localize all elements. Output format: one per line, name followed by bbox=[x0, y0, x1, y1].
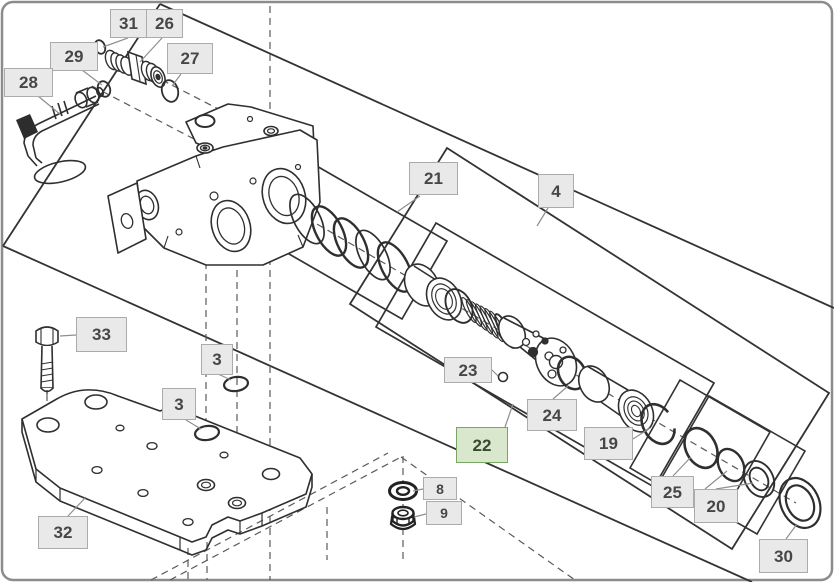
top-port-o-ring bbox=[194, 114, 216, 128]
callout-27[interactable]: 27 bbox=[167, 43, 213, 74]
callout-31-label: 31 bbox=[119, 14, 138, 33]
callout-27-label: 27 bbox=[180, 49, 200, 68]
callout-30-label: 30 bbox=[774, 546, 793, 566]
callout-25[interactable]: 25 bbox=[651, 476, 694, 508]
callout-33[interactable]: 33 bbox=[76, 317, 127, 352]
callout-8-label: 8 bbox=[436, 480, 444, 497]
callout-28[interactable]: 28 bbox=[4, 68, 53, 97]
callout-22-label: 22 bbox=[472, 435, 492, 455]
callout-3b[interactable]: 3 bbox=[162, 388, 196, 420]
callout-29-label: 29 bbox=[64, 47, 84, 66]
callout-4[interactable]: 4 bbox=[538, 174, 574, 208]
seal-ring-30 bbox=[778, 477, 822, 529]
callout-22-highlighted[interactable]: 22 bbox=[456, 427, 508, 463]
callout-30[interactable]: 30 bbox=[759, 539, 808, 573]
callout-20-label: 20 bbox=[706, 496, 726, 516]
callout-24-label: 24 bbox=[542, 405, 562, 425]
outer-assembly-frame bbox=[2, 3, 834, 582]
callout-9-label: 9 bbox=[440, 505, 448, 521]
callout-26[interactable]: 26 bbox=[146, 9, 183, 38]
kit-box-4 bbox=[348, 146, 831, 551]
callout-3b-label: 3 bbox=[174, 394, 184, 414]
callout-26-label: 26 bbox=[155, 14, 174, 33]
mounting-plate-32 bbox=[21, 389, 313, 556]
callout-3a[interactable]: 3 bbox=[201, 344, 233, 375]
connector-fitting-26 bbox=[104, 49, 166, 88]
o-ring-29 bbox=[96, 80, 112, 98]
check-ball-23 bbox=[497, 371, 509, 383]
o-ring-27 bbox=[160, 79, 180, 103]
o-ring-25 bbox=[683, 426, 719, 470]
lock-nut-9 bbox=[389, 505, 417, 531]
o-ring-3a bbox=[222, 375, 250, 393]
callout-20[interactable]: 20 bbox=[694, 489, 738, 523]
callout-32-label: 32 bbox=[53, 523, 73, 542]
sleeve-bushing bbox=[403, 263, 463, 321]
seal-ring-set-21 bbox=[289, 193, 414, 293]
plate-thickness bbox=[21, 419, 313, 556]
callout-28-label: 28 bbox=[19, 73, 38, 92]
washer-8 bbox=[388, 481, 418, 501]
callout-33-label: 33 bbox=[92, 325, 111, 344]
hex-bolt-33 bbox=[35, 326, 59, 393]
leader-lines bbox=[37, 37, 798, 540]
callout-19-label: 19 bbox=[599, 434, 618, 453]
callout-24[interactable]: 24 bbox=[527, 399, 577, 431]
callout-23-label: 23 bbox=[458, 360, 478, 380]
valve-body bbox=[107, 103, 321, 266]
callout-4-label: 4 bbox=[551, 181, 561, 201]
callout-3a-label: 3 bbox=[212, 350, 222, 369]
callout-8[interactable]: 8 bbox=[423, 477, 457, 500]
callout-21[interactable]: 21 bbox=[409, 162, 458, 195]
callout-23[interactable]: 23 bbox=[444, 357, 492, 383]
callout-32[interactable]: 32 bbox=[38, 516, 88, 549]
oil-line-28 bbox=[16, 86, 105, 185]
o-ring-3b bbox=[193, 424, 221, 442]
kit-box-20 bbox=[659, 394, 807, 536]
hose-clamp bbox=[16, 114, 38, 139]
callout-31[interactable]: 31 bbox=[110, 9, 147, 38]
callout-29[interactable]: 29 bbox=[50, 42, 98, 71]
callout-25-label: 25 bbox=[663, 482, 682, 502]
callout-21-label: 21 bbox=[424, 169, 443, 188]
main-axis-dashed bbox=[285, 205, 797, 504]
callout-19[interactable]: 19 bbox=[584, 427, 633, 460]
callout-9[interactable]: 9 bbox=[426, 501, 462, 525]
valve-spool bbox=[497, 315, 578, 387]
